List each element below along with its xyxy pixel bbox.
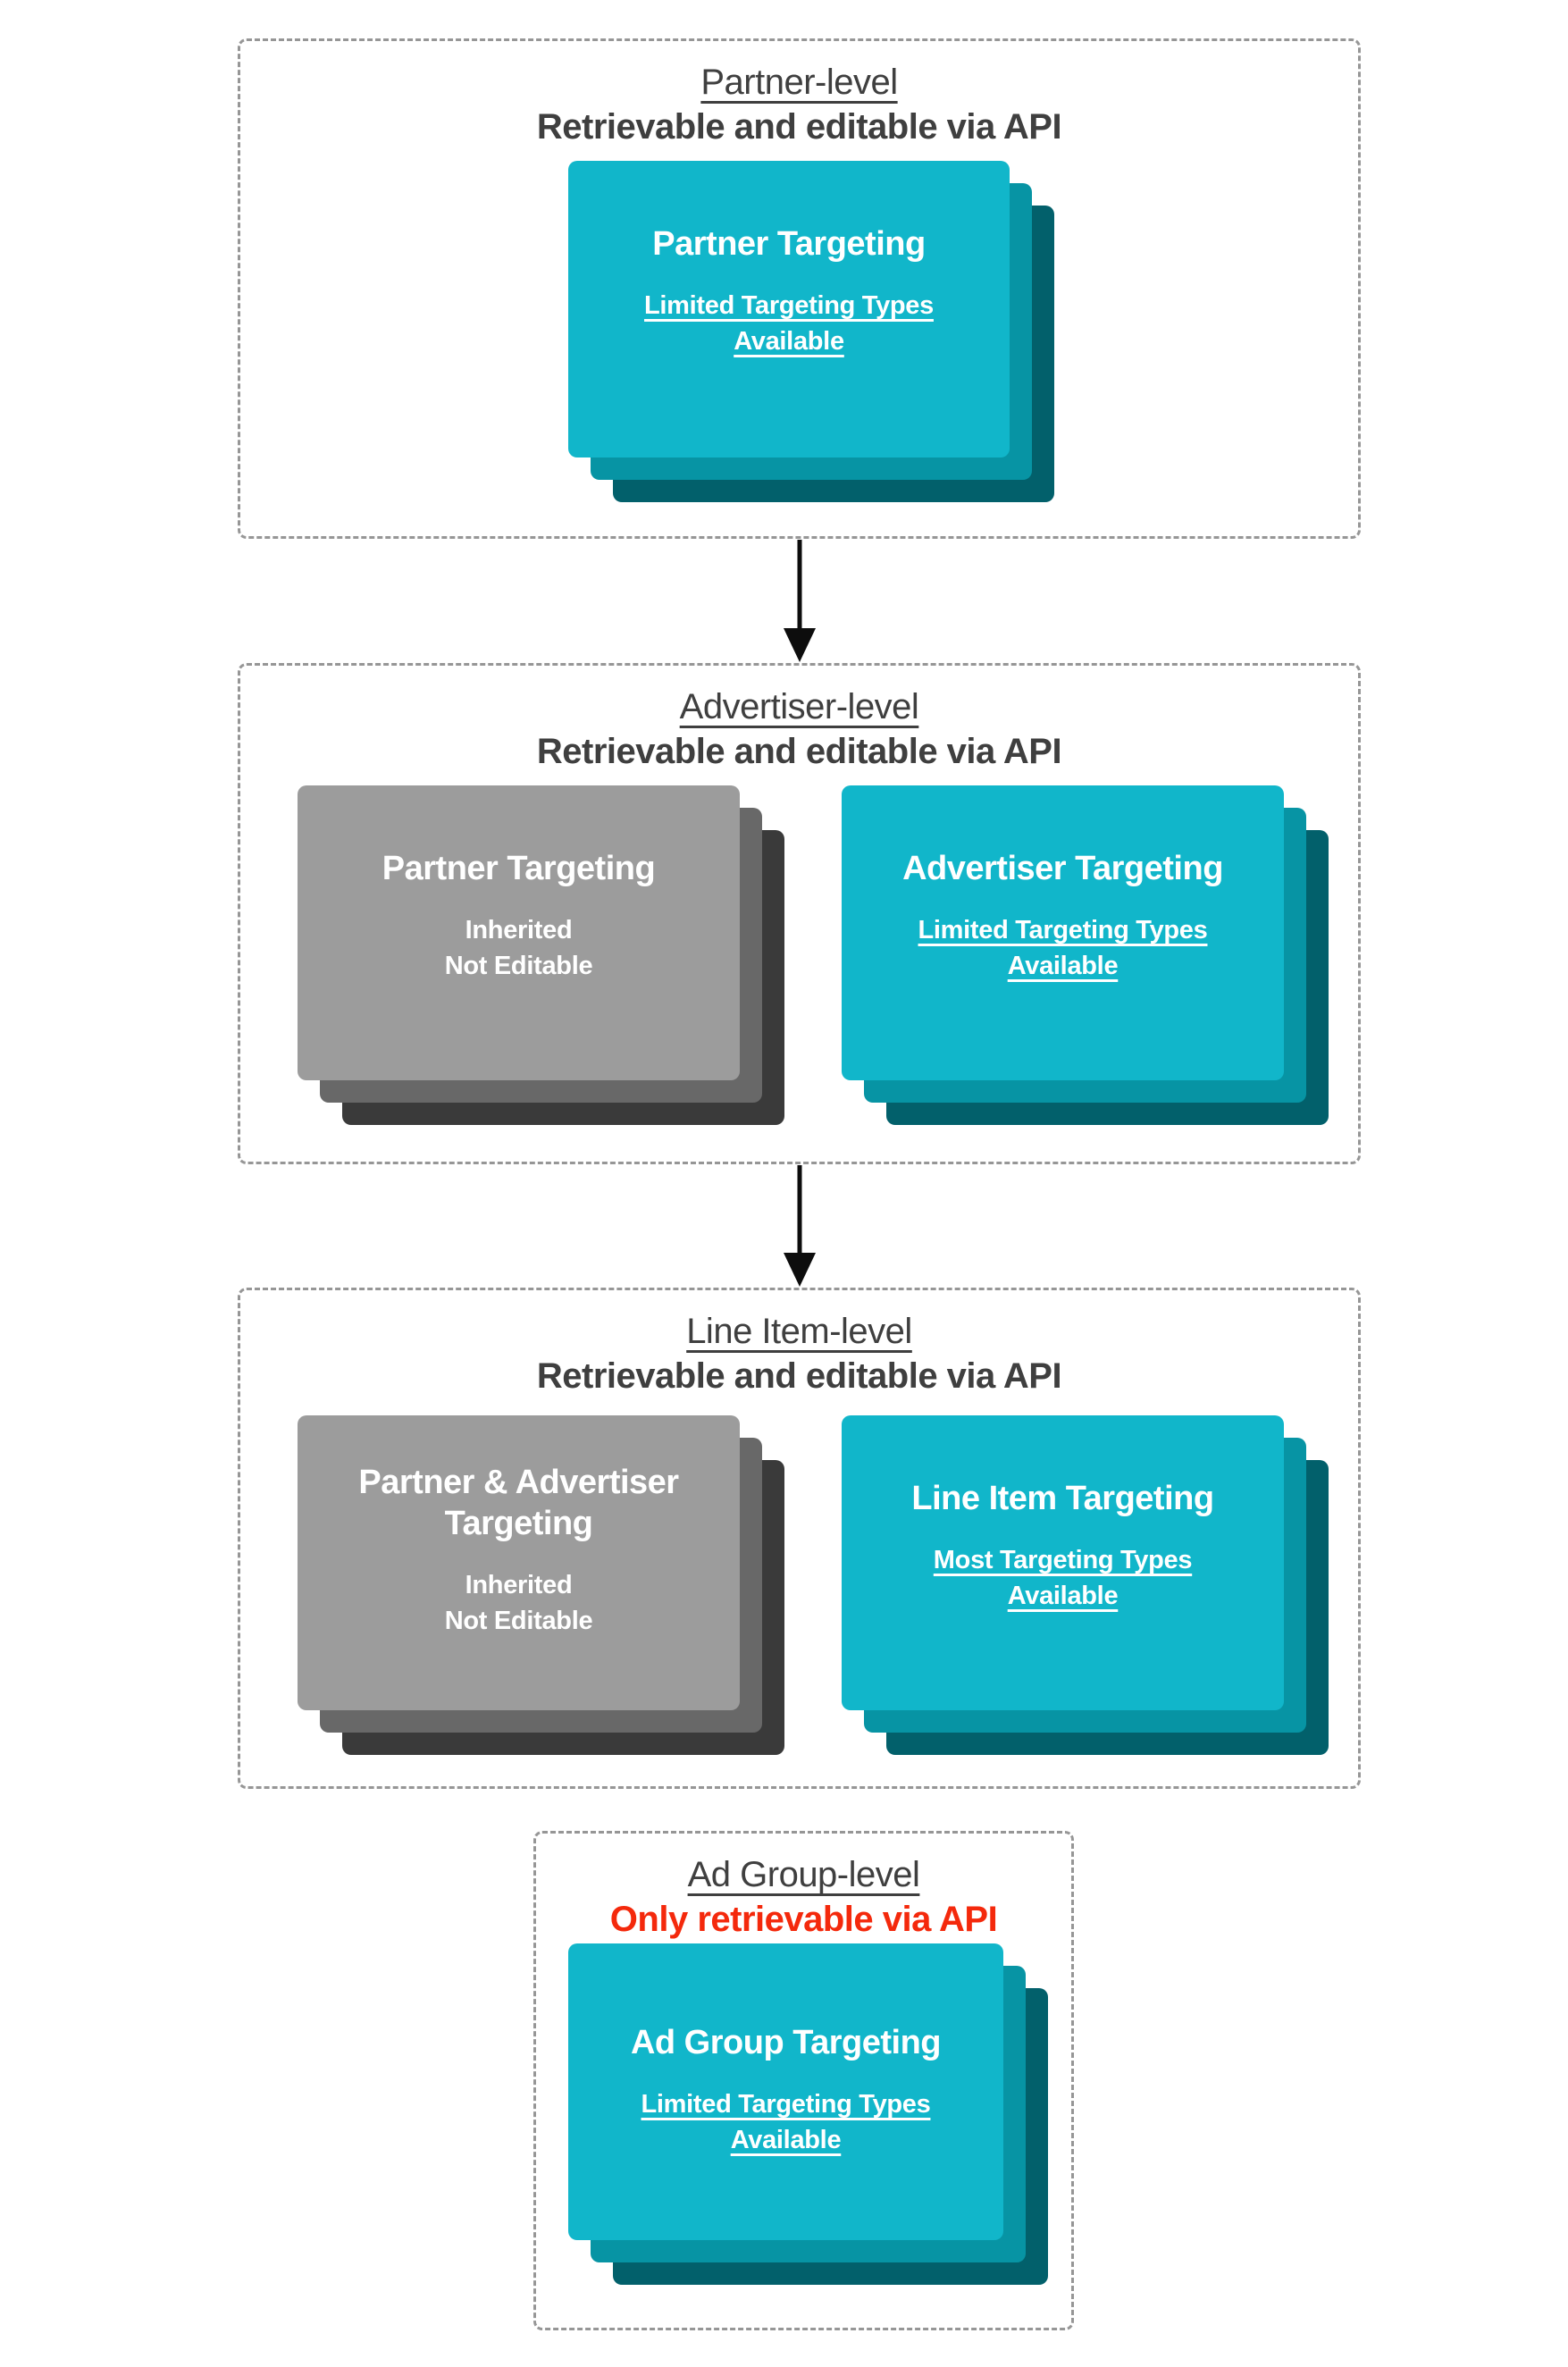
card-stack-advertiser-targeting: Advertiser Targeting Limited Targeting T… — [842, 785, 1329, 1125]
card-stack-ad-group-targeting: Ad Group Targeting Limited Targeting Typ… — [568, 1943, 1048, 2285]
card-subtext: Inherited Not Editable — [333, 1567, 704, 1639]
section-header: Ad Group-level Only retrievable via API — [536, 1834, 1071, 1943]
section-ad-group-level: Ad Group-level Only retrievable via API … — [533, 1831, 1074, 2330]
card-subtext-line: Not Editable — [444, 1607, 593, 1635]
card-title: Ad Group Targeting — [630, 2024, 942, 2061]
down-arrow — [783, 540, 816, 662]
section-title: Partner-level — [700, 63, 898, 102]
card-subtext-line: Inherited — [465, 916, 573, 944]
section-title: Ad Group-level — [687, 1855, 920, 1894]
card-inherited-partner-advertiser-targeting: Partner & Advertiser Targeting Inherited… — [298, 1415, 740, 1710]
section-title: Advertiser-level — [679, 687, 919, 726]
card-advertiser-targeting: Advertiser Targeting Limited Targeting T… — [842, 785, 1284, 1080]
card-subtext: Most Targeting Types Available — [933, 1546, 1193, 1610]
section-title: Line Item-level — [686, 1312, 912, 1351]
arrow-head — [783, 1253, 816, 1287]
card-subtext-line: Not Editable — [444, 952, 593, 980]
section-header: Partner-level Retrievable and editable v… — [240, 41, 1358, 150]
section-subtitle: Retrievable and editable via API — [536, 107, 1062, 147]
card-title: Advertiser Targeting — [902, 850, 1223, 887]
card-title: Partner & Advertiser Targeting — [358, 1464, 679, 1542]
card-subtext: Inherited Not Editable — [333, 912, 704, 984]
card-inherited-partner-targeting: Partner Targeting Inherited Not Editable — [298, 785, 740, 1080]
card-title: Partner Targeting — [652, 225, 926, 263]
card-stack-line-item-targeting: Line Item Targeting Most Targeting Types… — [842, 1415, 1329, 1755]
card-subtext: Limited Targeting Types Available — [641, 2090, 931, 2154]
section-header: Line Item-level Retrievable and editable… — [240, 1290, 1358, 1399]
section-advertiser-level: Advertiser-level Retrievable and editabl… — [238, 663, 1361, 1164]
down-arrow — [783, 1165, 816, 1287]
section-header: Advertiser-level Retrievable and editabl… — [240, 666, 1358, 775]
card-stack-partner-targeting: Partner Targeting Limited Targeting Type… — [568, 161, 1054, 502]
card-subtext-line: Inherited — [465, 1571, 573, 1599]
section-partner-level: Partner-level Retrievable and editable v… — [238, 38, 1361, 539]
card-stack-inherited-partner-advertiser-targeting: Partner & Advertiser Targeting Inherited… — [298, 1415, 784, 1755]
arrow-stem — [797, 540, 801, 630]
card-subtext: Limited Targeting Types Available — [644, 291, 934, 356]
section-subtitle: Retrievable and editable via API — [536, 732, 1062, 771]
card-line-item-targeting: Line Item Targeting Most Targeting Types… — [842, 1415, 1284, 1710]
card-stack-inherited-partner-targeting: Partner Targeting Inherited Not Editable — [298, 785, 784, 1125]
arrow-head — [783, 628, 816, 662]
card-title: Partner Targeting — [382, 850, 656, 887]
card-partner-targeting: Partner Targeting Limited Targeting Type… — [568, 161, 1010, 457]
arrow-stem — [797, 1165, 801, 1255]
section-subtitle: Only retrievable via API — [609, 1900, 998, 1939]
card-title: Line Item Targeting — [911, 1480, 1214, 1517]
section-line-item-level: Line Item-level Retrievable and editable… — [238, 1288, 1361, 1789]
section-subtitle: Retrievable and editable via API — [536, 1356, 1062, 1396]
card-subtext: Limited Targeting Types Available — [918, 916, 1208, 980]
card-ad-group-targeting: Ad Group Targeting Limited Targeting Typ… — [568, 1943, 1003, 2240]
